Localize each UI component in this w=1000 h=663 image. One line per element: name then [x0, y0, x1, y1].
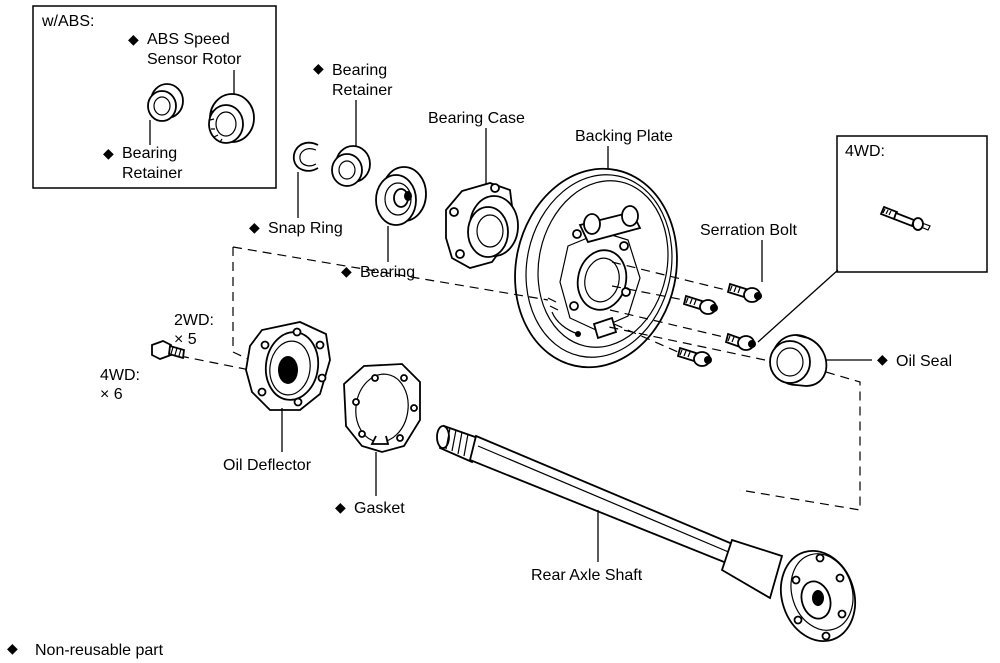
abs-rotor-symbol: ◆ [128, 32, 139, 48]
fourwd-bolt-qty: × 6 [100, 386, 123, 403]
fourwd-bolt-label: 4WD: [100, 367, 140, 384]
snap-ring-symbol: ◆ [249, 220, 260, 236]
retainer-label-line2: Retainer [332, 82, 393, 99]
serration-bolt-label: Serration Bolt [700, 222, 797, 239]
gasket-symbol: ◆ [335, 500, 346, 516]
axle-shaft-label: Rear Axle Shaft [531, 567, 643, 584]
snap-ring-label: Snap Ring [268, 220, 343, 237]
bearing-case-label: Bearing Case [428, 110, 525, 127]
legend-text: Non-reusable part [35, 642, 164, 659]
oil-seal-symbol: ◆ [877, 352, 888, 368]
abs-retainer-label-line1: Bearing [122, 145, 177, 162]
fourwd-inset-title: 4WD: [845, 143, 885, 160]
abs-rotor-label-line2: Sensor Rotor [147, 51, 242, 68]
legend: ◆ Non-reusable part [7, 641, 164, 659]
gasket-label: Gasket [354, 500, 405, 517]
bearing-case [445, 182, 519, 269]
backing-plate [514, 167, 678, 369]
twowd-label: 2WD: [174, 312, 214, 329]
oil-seal-label: Oil Seal [896, 353, 952, 370]
oil-seal [769, 334, 828, 387]
fourwd-leader [757, 269, 839, 343]
gasket [343, 363, 421, 453]
abs-bearing-retainer [147, 83, 184, 122]
legend-symbol: ◆ [7, 641, 18, 657]
rear-axle-shaft [436, 424, 856, 643]
abs-rotor-label-line1: ABS Speed [147, 31, 230, 48]
retainer-symbol: ◆ [313, 61, 324, 77]
snap-ring [292, 141, 319, 172]
bearing-symbol: ◆ [341, 264, 352, 280]
serration-bolt-3 [724, 332, 756, 351]
serration-bolt-4 [676, 346, 712, 367]
deflector-bolt [151, 340, 185, 360]
abs-inset: w/ABS: ◆ ABS Speed Sensor Rotor ◆ Bearin… [32, 5, 277, 189]
fourwd-serration-bolt [879, 205, 931, 231]
oil-deflector-label: Oil Deflector [223, 457, 312, 474]
bearing [375, 166, 427, 226]
fourwd-inset: 4WD: [836, 135, 988, 273]
retainer-label-line1: Bearing [332, 62, 387, 79]
oil-deflector [245, 321, 331, 411]
abs-inset-title: w/ABS: [41, 13, 94, 30]
bearing-retainer [331, 145, 371, 187]
backing-plate-label: Backing Plate [575, 128, 673, 145]
serration-bolt-1 [726, 282, 762, 303]
abs-retainer-symbol: ◆ [103, 146, 114, 162]
twowd-qty: × 5 [174, 331, 197, 348]
abs-sensor-rotor [208, 93, 255, 144]
abs-retainer-label-line2: Retainer [122, 165, 183, 182]
serration-bolt-2 [682, 294, 718, 315]
